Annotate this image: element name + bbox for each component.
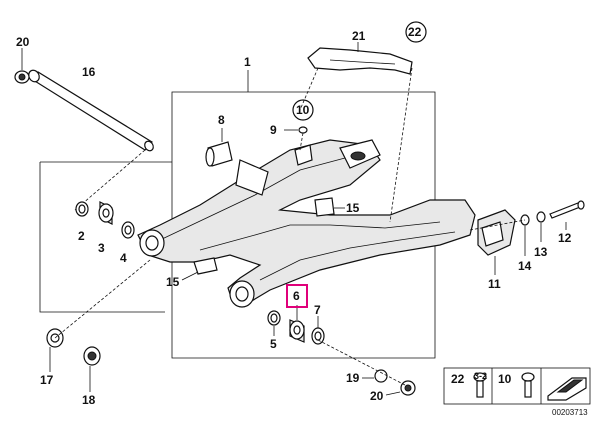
diagram-code: 00203713	[552, 408, 588, 417]
spacer-ring-4	[121, 221, 135, 239]
label-20-bottom: 20	[370, 389, 384, 403]
label-20-top: 20	[16, 35, 30, 49]
label-7: 7	[314, 303, 321, 317]
screw-9	[298, 126, 308, 134]
label-10: 10	[296, 103, 310, 117]
pad-15-upper	[314, 197, 335, 217]
label-6: 6	[293, 289, 300, 303]
legend-22-tag: 3-2	[474, 371, 487, 381]
ref-circle-10	[292, 99, 314, 121]
bearing-3	[98, 201, 114, 225]
label-11: 11	[488, 277, 501, 291]
dash-21	[299, 67, 319, 111]
label-21: 21	[352, 29, 366, 43]
leader-20b	[385, 391, 401, 396]
spacer-7	[311, 327, 325, 345]
label-4: 4	[120, 251, 127, 265]
label-14: 14	[518, 259, 532, 273]
ref-circle-22	[405, 21, 427, 43]
washer-13	[536, 211, 546, 223]
label-9: 9	[270, 123, 277, 137]
swingarm	[137, 139, 476, 308]
label-12: 12	[558, 231, 572, 245]
bolt-12	[549, 200, 585, 219]
pad-15-lower	[193, 257, 218, 275]
label-16: 16	[82, 65, 96, 79]
legend-22-label: 22	[451, 372, 465, 386]
dash-9	[299, 132, 304, 151]
legend-box: 22 3-2 10	[443, 367, 591, 405]
highlight-box-6	[286, 284, 308, 308]
label-15-lower: 15	[166, 275, 180, 289]
cap-18	[83, 346, 101, 366]
frame-box	[171, 91, 436, 359]
bracket-11	[477, 209, 516, 256]
label-13: 13	[534, 245, 548, 259]
rubber-bush-8	[205, 141, 233, 167]
nut-20-bottom	[400, 380, 416, 396]
dash-22	[389, 67, 413, 223]
label-15-upper: 15	[346, 201, 360, 215]
axle-pin	[28, 69, 154, 152]
nut-top-left	[14, 70, 30, 84]
dash-right	[469, 219, 526, 231]
frame-box-left-lower	[39, 162, 165, 313]
label-19: 19	[346, 371, 360, 385]
dash-axle	[74, 149, 146, 211]
washer-19	[374, 369, 388, 383]
dash-17	[54, 259, 151, 339]
bearing-seal-2	[75, 201, 89, 217]
legend-bolt-icon	[521, 372, 535, 398]
bearing-6	[289, 319, 305, 343]
label-17: 17	[40, 373, 54, 387]
label-3: 3	[98, 241, 105, 255]
dash-lower	[317, 339, 406, 386]
label-1: 1	[244, 55, 251, 69]
seal-5	[267, 310, 281, 326]
cover-21	[307, 47, 413, 75]
leader-15b	[181, 271, 199, 281]
label-5: 5	[270, 337, 277, 351]
label-18: 18	[82, 393, 96, 407]
label-8: 8	[218, 113, 225, 127]
label-2: 2	[78, 229, 85, 243]
legend-arrow-icon	[547, 377, 587, 401]
label-22: 22	[408, 25, 422, 39]
legend-10-label: 10	[498, 372, 512, 386]
legend-screw-icon: 3-2	[473, 371, 487, 398]
